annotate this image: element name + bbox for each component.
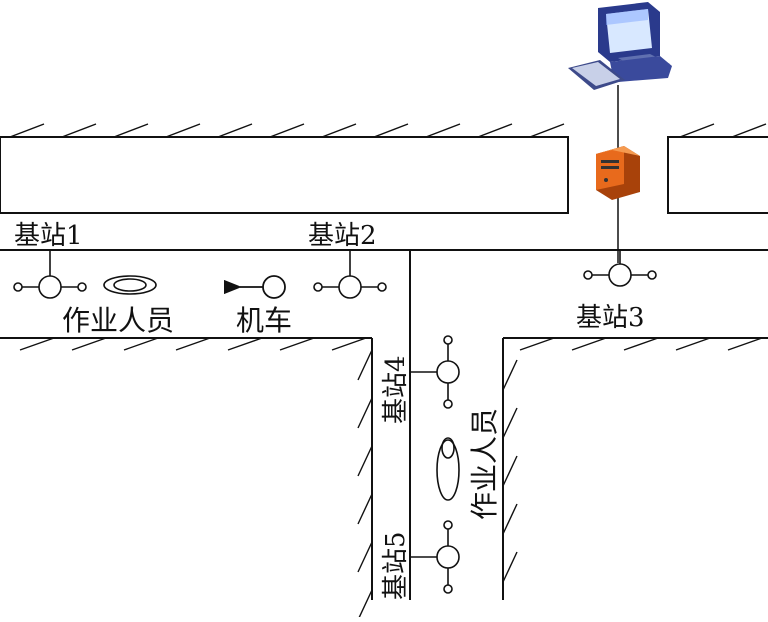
station-label-2: 基站2 <box>308 221 377 251</box>
base-station-5 <box>410 520 460 594</box>
hatch-mark <box>425 123 461 138</box>
hatch-mark <box>373 123 409 138</box>
workers-label-vertical: 作业人员 <box>468 408 501 520</box>
server-tower-icon <box>596 146 640 200</box>
hatch-mark <box>227 337 263 351</box>
worker-marker-horizontal <box>103 275 157 295</box>
hatch-mark <box>357 541 373 573</box>
hatch-mark <box>217 123 253 138</box>
workers-label-horizontal: 作业人员 <box>62 304 174 337</box>
station-label-1: 基站1 <box>14 221 83 251</box>
hatch-mark <box>61 123 97 138</box>
hatch-mark <box>165 123 201 138</box>
hatch-mark <box>279 337 315 351</box>
labels: 基站1 基站2 基站3 作业人员 机车 基站4 基站5 作业人员 <box>14 221 645 600</box>
hatch-mark <box>357 589 373 621</box>
base-station-1 <box>13 250 87 299</box>
hatch-mark <box>529 123 565 138</box>
tunnel-walls <box>0 136 768 600</box>
station-label-3: 基站3 <box>576 303 645 333</box>
hatch-mark <box>9 123 45 138</box>
hatch-mark <box>175 337 211 351</box>
locomotive-label: 机车 <box>236 304 292 337</box>
hatch-mark <box>477 123 513 138</box>
hatch-mark <box>269 123 305 138</box>
desktop-computer-icon <box>568 2 672 90</box>
hatch-mark <box>623 337 659 351</box>
hatch-mark <box>675 337 711 351</box>
hatch-mark <box>321 123 357 138</box>
worker-marker-vertical <box>436 437 460 501</box>
hatch-mark <box>71 337 107 351</box>
hatch-mark <box>502 551 518 583</box>
base-stations <box>13 250 657 594</box>
hatch-mark <box>357 445 373 477</box>
hatch-mark <box>502 359 518 391</box>
hatch-mark <box>331 337 367 351</box>
station-label-4: 基站4 <box>381 355 411 424</box>
hatch-mark <box>731 123 767 138</box>
hatch-mark <box>357 349 373 381</box>
hatch-mark <box>571 337 607 351</box>
hatch-mark <box>502 503 518 535</box>
hatch-mark <box>502 407 518 439</box>
hatch-mark <box>519 337 555 351</box>
rock-hatching <box>9 123 767 621</box>
base-station-4 <box>410 335 460 409</box>
locomotive-marker <box>223 275 286 299</box>
hatch-mark <box>19 337 55 351</box>
hatch-mark <box>502 455 518 487</box>
hatch-mark <box>123 337 159 351</box>
hatch-mark <box>679 123 715 138</box>
hatch-mark <box>113 123 149 138</box>
base-station-3 <box>583 250 657 287</box>
hatch-mark <box>357 397 373 429</box>
base-station-2 <box>313 250 387 299</box>
hatch-mark <box>727 337 763 351</box>
hatch-mark <box>357 493 373 525</box>
station-label-5: 基站5 <box>381 531 411 600</box>
